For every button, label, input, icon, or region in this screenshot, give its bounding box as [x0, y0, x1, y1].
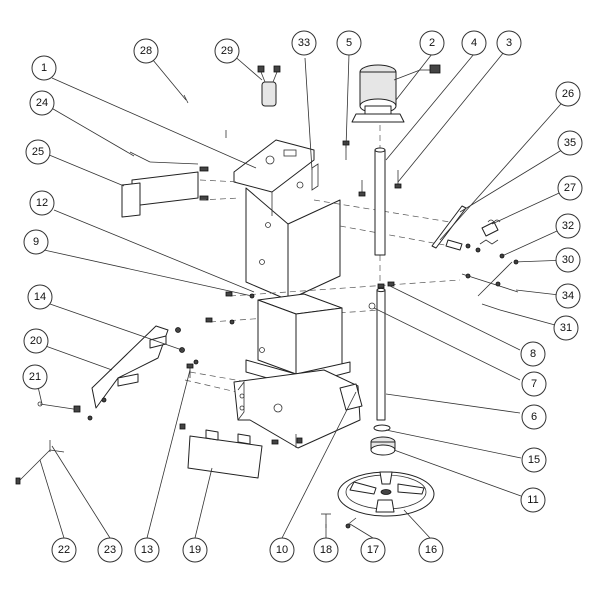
- svg-text:4: 4: [471, 37, 477, 49]
- callout-26: 26: [555, 81, 581, 107]
- svg-text:7: 7: [531, 378, 537, 390]
- svg-text:30: 30: [562, 254, 574, 266]
- callout-31: 31: [553, 315, 579, 341]
- callout-34: 34: [555, 283, 581, 309]
- svg-text:15: 15: [528, 454, 540, 466]
- callout-23: 23: [97, 537, 123, 563]
- callout-32: 32: [555, 213, 581, 239]
- svg-text:11: 11: [527, 494, 538, 506]
- svg-text:17: 17: [367, 544, 379, 556]
- callout-33: 33: [291, 30, 317, 56]
- part-chute: [87, 325, 199, 421]
- part-connector-plug: [257, 65, 281, 107]
- callout-21: 21: [22, 364, 48, 390]
- callout-11: 11: [520, 487, 546, 513]
- svg-text:6: 6: [531, 411, 537, 423]
- part-linkage-assembly: [431, 205, 519, 311]
- part-lower-shaft: [368, 281, 395, 421]
- svg-text:5: 5: [346, 37, 352, 49]
- svg-text:18: 18: [320, 544, 332, 556]
- svg-text:29: 29: [221, 45, 233, 57]
- callout-4: 4: [461, 30, 487, 56]
- svg-text:10: 10: [276, 544, 288, 556]
- callout-14: 14: [27, 284, 53, 310]
- callout-13: 13: [134, 537, 160, 563]
- part-deflector-plate: [187, 429, 279, 479]
- svg-text:32: 32: [562, 220, 574, 232]
- callout-6: 6: [521, 404, 547, 430]
- part-upper-housing: [233, 139, 341, 301]
- svg-text:26: 26: [562, 88, 574, 100]
- svg-text:21: 21: [29, 371, 41, 383]
- svg-text:35: 35: [564, 137, 576, 149]
- svg-text:27: 27: [564, 182, 576, 194]
- part-handle-plate: [121, 151, 209, 218]
- svg-text:16: 16: [425, 544, 437, 556]
- svg-text:3: 3: [506, 37, 512, 49]
- callout-10: 10: [269, 537, 295, 563]
- svg-text:22: 22: [58, 544, 70, 556]
- callout-9: 9: [23, 229, 49, 255]
- svg-text:25: 25: [32, 146, 44, 158]
- callout-5: 5: [336, 30, 362, 56]
- callout-labels: 1 2 3 4 5 6 7 8 9 11 12 13 14 15 16 17 1…: [22, 30, 583, 563]
- callout-12: 12: [29, 190, 55, 216]
- callout-27: 27: [557, 175, 583, 201]
- callout-7: 7: [521, 371, 547, 397]
- svg-text:14: 14: [34, 291, 46, 303]
- callout-18: 18: [313, 537, 339, 563]
- part-upper-shaft: [358, 147, 402, 256]
- svg-text:20: 20: [30, 335, 42, 347]
- callout-8: 8: [520, 341, 546, 367]
- part-bolt-17: [345, 517, 357, 529]
- svg-text:19: 19: [189, 544, 201, 556]
- part-lever-rod: [15, 440, 65, 485]
- callout-29: 29: [214, 38, 240, 64]
- callout-1: 1: [31, 55, 57, 81]
- svg-text:23: 23: [104, 544, 116, 556]
- svg-text:24: 24: [36, 97, 48, 109]
- callout-15: 15: [521, 447, 547, 473]
- callout-19: 19: [182, 537, 208, 563]
- svg-text:28: 28: [140, 45, 152, 57]
- callout-24: 24: [29, 90, 55, 116]
- part-motor: [351, 64, 441, 123]
- part-hub: [370, 424, 396, 456]
- svg-text:2: 2: [429, 37, 435, 49]
- callout-16: 16: [418, 537, 444, 563]
- callout-20: 20: [23, 328, 49, 354]
- callout-35: 35: [557, 130, 583, 156]
- svg-text:8: 8: [530, 348, 536, 360]
- callout-3: 3: [496, 30, 522, 56]
- svg-text:9: 9: [33, 236, 39, 248]
- part-bolt-21: [37, 401, 81, 413]
- part-base-bracket: [179, 369, 363, 449]
- svg-text:33: 33: [298, 37, 310, 49]
- callout-22: 22: [51, 537, 77, 563]
- part-pin-28: [183, 94, 189, 104]
- svg-text:13: 13: [141, 544, 153, 556]
- callout-25: 25: [25, 139, 51, 165]
- callout-17: 17: [360, 537, 386, 563]
- parts-drawing: [15, 64, 519, 529]
- svg-text:34: 34: [562, 290, 574, 302]
- part-spinner-disc: [337, 471, 435, 517]
- svg-text:31: 31: [560, 322, 572, 334]
- callout-28: 28: [133, 38, 159, 64]
- callout-2: 2: [419, 30, 445, 56]
- svg-text:12: 12: [36, 197, 48, 209]
- callout-30: 30: [555, 247, 581, 273]
- svg-text:1: 1: [41, 62, 47, 74]
- part-screw-13: [186, 363, 194, 378]
